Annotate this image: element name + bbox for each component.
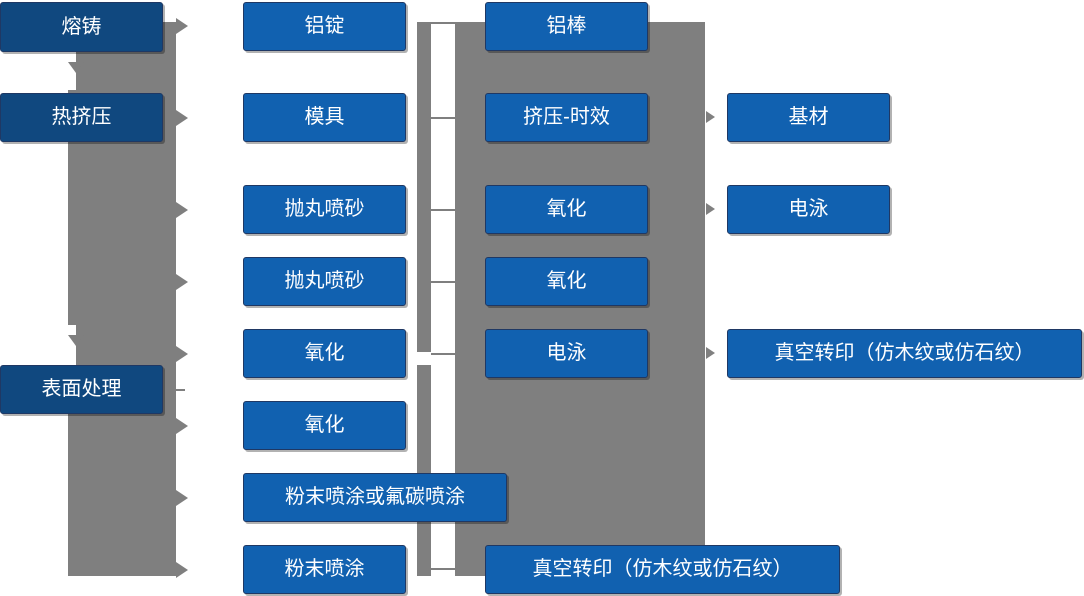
node-shot-blasting-2[interactable]: 抛丸喷砂 [243, 257, 406, 306]
node-oxidation-1[interactable]: 氧化 [243, 329, 406, 378]
band-rail-upper [417, 22, 431, 352]
node-label: 电泳 [788, 198, 829, 220]
node-label: 粉末喷涂 [284, 558, 365, 580]
node-electrophoresis-2[interactable]: 电泳 [727, 185, 890, 234]
node-extrusion-aging[interactable]: 挤压-时效 [485, 93, 648, 142]
node-label: 熔铸 [61, 15, 102, 38]
node-oxidation-2[interactable]: 氧化 [243, 401, 406, 450]
node-shot-blasting-1[interactable]: 抛丸喷砂 [243, 185, 406, 234]
band-arrow-to-aluminum-ingot [176, 18, 188, 34]
band-arrow-to-mold [176, 110, 188, 126]
band-arrow-to-oxidation-1 [176, 346, 188, 362]
node-label: 氧化 [546, 270, 587, 292]
node-melt-cast[interactable]: 熔铸 [0, 2, 163, 52]
arrow-to-base-material [706, 111, 715, 123]
node-label: 抛丸喷砂 [284, 270, 365, 292]
arrow-down-extrusion-to-surface [68, 335, 84, 346]
node-label: 粉末喷涂或氟碳喷涂 [285, 486, 465, 508]
node-label: 电泳 [546, 342, 587, 364]
rail-tick-6 [431, 568, 455, 570]
rail-tick-4 [431, 281, 455, 283]
band-arrow-to-oxidation-2 [176, 418, 188, 434]
band-arrow-to-powder-fluorocarbon [176, 490, 188, 506]
node-oxidation-3[interactable]: 氧化 [485, 185, 648, 234]
node-base-material[interactable]: 基材 [727, 93, 890, 142]
band-arrow-to-powder-spray [176, 562, 188, 578]
band-rail-lower [417, 365, 431, 576]
node-label: 铝棒 [546, 15, 587, 37]
node-aluminum-ingot[interactable]: 铝锭 [243, 2, 406, 51]
node-vacuum-transfer-print-bottom[interactable]: 真空转印（仿木纹或仿石纹） [485, 545, 840, 594]
node-label: 氧化 [546, 198, 587, 220]
band-left-notch-bottom [0, 325, 76, 365]
node-label: 模具 [304, 106, 345, 128]
node-aluminum-bar[interactable]: 铝棒 [485, 2, 648, 51]
rail-tick-1 [431, 22, 455, 24]
node-powder-or-fluorocarbon-spray[interactable]: 粉末喷涂或氟碳喷涂 [243, 473, 507, 522]
rail-tick-5 [431, 353, 455, 355]
arrow-to-vacuum-transfer-right [706, 347, 715, 359]
node-vacuum-transfer-print-right[interactable]: 真空转印（仿木纹或仿石纹） [727, 329, 1082, 378]
band-arrow-to-shot-blasting-2 [176, 274, 188, 290]
arrow-down-melt-to-extrusion [68, 62, 84, 73]
connector-surface-to-band [163, 389, 185, 391]
node-electrophoresis-1[interactable]: 电泳 [485, 329, 648, 378]
node-label: 基材 [788, 106, 829, 128]
arrow-to-electrophoresis-2 [706, 203, 715, 215]
node-label: 挤压-时效 [523, 106, 610, 128]
band-arrow-to-shot-blasting-1 [176, 202, 188, 218]
node-hot-extrusion[interactable]: 热挤压 [0, 93, 163, 142]
node-surface-treatment[interactable]: 表面处理 [0, 365, 163, 414]
rail-tick-2 [431, 117, 455, 119]
node-label: 表面处理 [41, 378, 122, 400]
node-label: 抛丸喷砂 [284, 198, 365, 220]
band-left-notch-top [0, 52, 76, 90]
node-label: 氧化 [304, 342, 345, 364]
node-label: 铝锭 [304, 15, 345, 37]
node-mold[interactable]: 模具 [243, 93, 406, 142]
node-label: 真空转印（仿木纹或仿石纹） [774, 342, 1035, 364]
rail-tick-3 [431, 209, 455, 211]
node-label: 热挤压 [51, 106, 112, 128]
node-oxidation-4[interactable]: 氧化 [485, 257, 648, 306]
node-label: 真空转印（仿木纹或仿石纹） [532, 558, 793, 580]
node-label: 氧化 [304, 414, 345, 436]
node-powder-spray[interactable]: 粉末喷涂 [243, 545, 406, 594]
